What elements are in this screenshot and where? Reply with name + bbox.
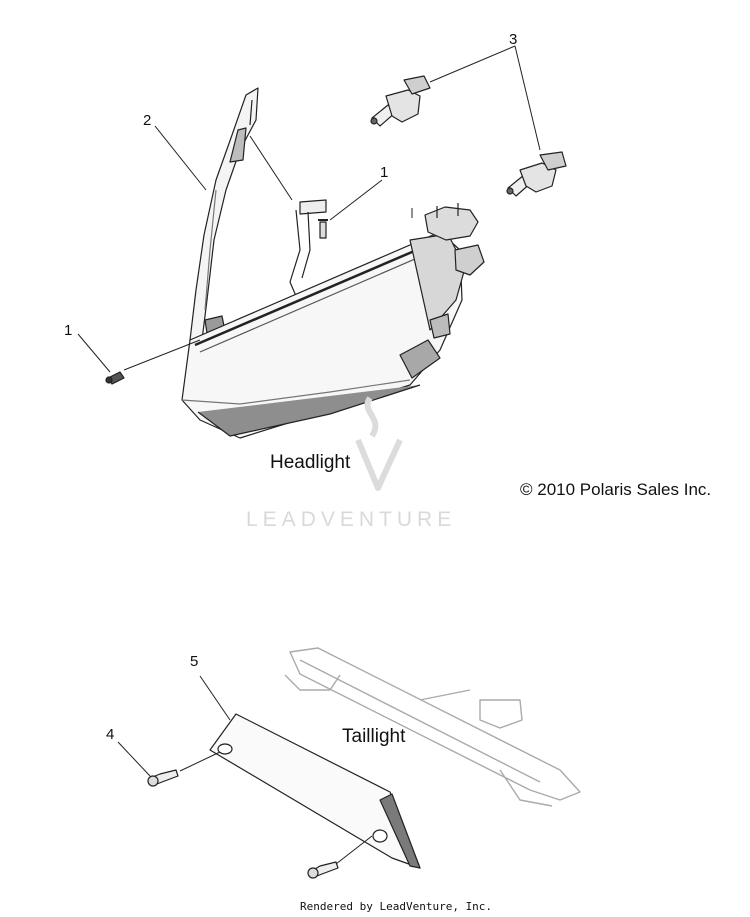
watermark-text: LEADVENTURE [246, 508, 457, 531]
callout-1-left: 1 [64, 322, 73, 339]
bulb-upper [370, 75, 431, 127]
screw-taillight-lower [307, 861, 339, 879]
bracket-tab [289, 199, 327, 297]
callout-2: 2 [143, 112, 152, 129]
footer-credit: Rendered by LeadVenture, Inc. [300, 900, 493, 913]
leader-lines-headlight [77, 45, 541, 373]
leader-lines-taillight [117, 675, 373, 865]
bulb-lower [506, 151, 567, 197]
watermark-logo [355, 396, 403, 491]
callout-3: 3 [509, 31, 518, 48]
screw-headlight-left [105, 371, 125, 385]
headlight-label: Headlight [270, 452, 351, 473]
taillight-label: Taillight [342, 726, 406, 747]
taillight-lens [209, 713, 421, 869]
screw-taillight-upper [147, 769, 179, 787]
callout-1-top: 1 [380, 164, 389, 181]
taillight-frame [284, 647, 581, 807]
screw-headlight-top [318, 219, 328, 239]
callout-5: 5 [190, 653, 199, 670]
headlight-body [181, 231, 466, 439]
callout-4: 4 [106, 726, 115, 743]
headlight-bracket [189, 87, 259, 341]
socket-cluster [424, 203, 485, 276]
copyright-notice: © 2010 Polaris Sales Inc. [520, 480, 712, 499]
